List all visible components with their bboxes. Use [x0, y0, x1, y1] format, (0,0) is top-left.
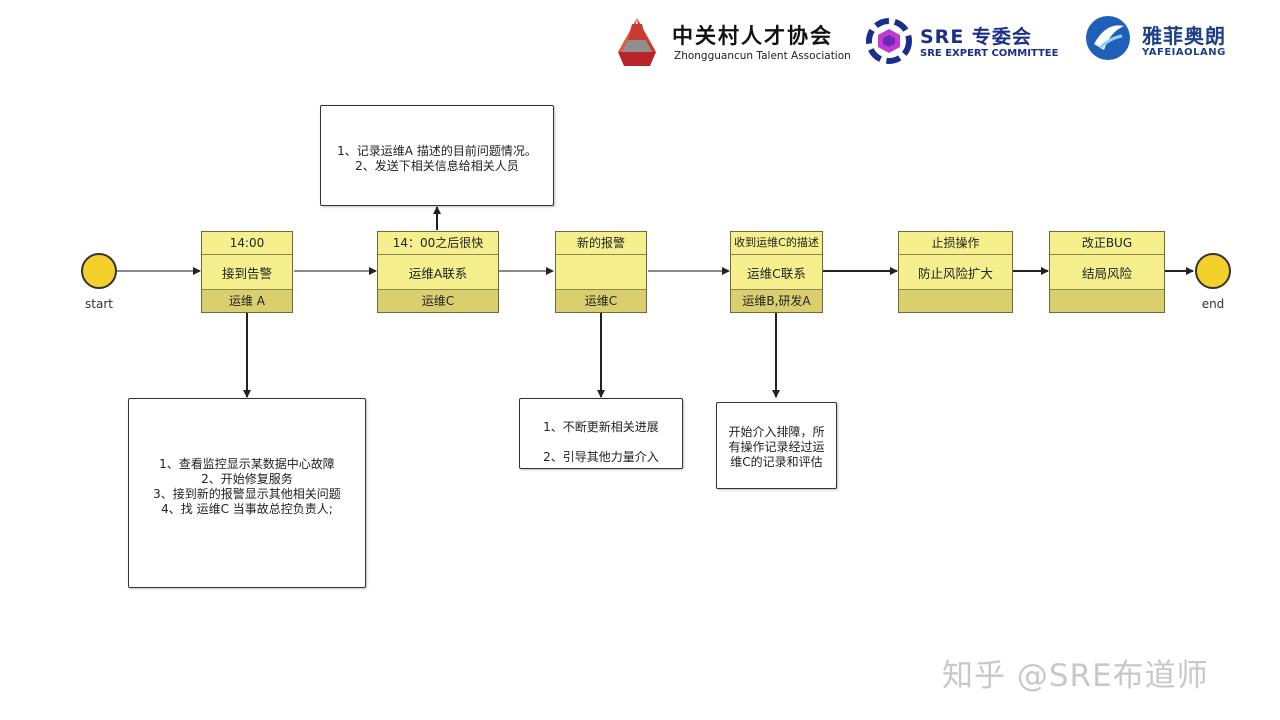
end-event [1195, 253, 1231, 289]
yafei-logo-title: 雅菲奥朗 [1142, 24, 1226, 48]
note-operator-b-steps: 开始介入排障，所 有操作记录经过运 维C的记录和评估 [716, 402, 837, 489]
sre-emblem-icon [866, 18, 912, 64]
card-receive-alert: 14:00 接到告警 运维 A [201, 231, 293, 313]
note-line: 2、发送下相关信息给相关人员 [355, 159, 519, 173]
card-action: 运维C联系 [747, 265, 806, 281]
card-c-contacts: 收到运维C的描述 运维C联系 运维B,研发A [730, 231, 823, 313]
card-owner: 运维 A [202, 289, 292, 312]
card-action [556, 255, 646, 289]
note-line: 1、查看监控显示某数据中心故障 [159, 457, 335, 471]
watermark: 知乎 @SRE布道师 [942, 658, 1209, 694]
card-time: 14:00 [202, 232, 292, 255]
card-time: 止损操作 [899, 232, 1012, 255]
card-owner: 运维C [378, 289, 498, 312]
note-operator-c-steps: 1、不断更新相关进展 2、引导其他力量介入 [519, 398, 683, 469]
note-line: 2、开始修复服务 [201, 472, 293, 486]
note-line: 1、不断更新相关进展 [543, 420, 659, 434]
card-contact-c: 14：00之后很快 运维A联系 运维C [377, 231, 499, 313]
note-line: 维C的记录和评估 [730, 455, 823, 469]
note-record-and-notify: 1、记录运维A 描述的目前问题情况。 2、发送下相关信息给相关人员 [320, 105, 554, 206]
note-line: 开始介入排障，所 [728, 425, 825, 439]
note-line: 3、接到新的报警显示其他相关问题 [153, 487, 341, 501]
yafei-logo: 雅菲奥朗 YAFEIAOLANG [1084, 14, 1244, 64]
card-action: 接到告警 [221, 265, 272, 281]
zgc-emblem-icon [618, 18, 656, 66]
note-line: 2、引导其他力量介入 [543, 450, 659, 464]
start-label: start [85, 297, 113, 311]
yafei-logo-subtitle: YAFEIAOLANG [1142, 47, 1226, 58]
card-action: 结局风险 [1081, 265, 1132, 281]
zgc-logo-subtitle: Zhongguancun Talent Association [674, 50, 851, 62]
sre-logo-title: SRE 专委会 [920, 26, 1032, 48]
card-time: 新的报警 [556, 232, 646, 255]
note-line: 4、找 运维C 当事故总控负责人; [161, 502, 333, 516]
start-event [81, 253, 117, 289]
card-time: 改正BUG [1050, 232, 1164, 255]
card-action: 运维A联系 [408, 265, 468, 281]
note-line: 有操作记录经过运 [728, 440, 825, 454]
card-owner [899, 289, 1012, 312]
yafei-emblem-icon [1086, 16, 1130, 60]
zgc-logo: 中关村人才协会 Zhongguancun Talent Association [612, 14, 851, 70]
note-operator-a-steps: 1、查看监控显示某数据中心故障 2、开始修复服务 3、接到新的报警显示其他相关问… [128, 398, 366, 588]
end-label: end [1201, 297, 1225, 311]
card-fix-bug: 改正BUG 结局风险 [1049, 231, 1165, 313]
note-line: 1、记录运维A 描述的目前问题情况。 [337, 144, 537, 158]
card-stop-loss: 止损操作 防止风险扩大 [898, 231, 1013, 313]
card-owner: 运维B,研发A [731, 289, 822, 312]
card-new-alert: 新的报警 运维C [555, 231, 647, 313]
sre-logo: SRE 专委会 SRE EXPERT COMMITTEE [866, 18, 1059, 68]
card-owner [1050, 289, 1164, 312]
card-time: 收到运维C的描述 [731, 232, 822, 255]
zgc-logo-title: 中关村人才协会 [672, 24, 833, 48]
card-time: 14：00之后很快 [378, 232, 498, 255]
card-action: 防止风险扩大 [917, 265, 993, 281]
sre-logo-subtitle: SRE EXPERT COMMITTEE [920, 48, 1059, 59]
card-owner: 运维C [556, 289, 646, 312]
